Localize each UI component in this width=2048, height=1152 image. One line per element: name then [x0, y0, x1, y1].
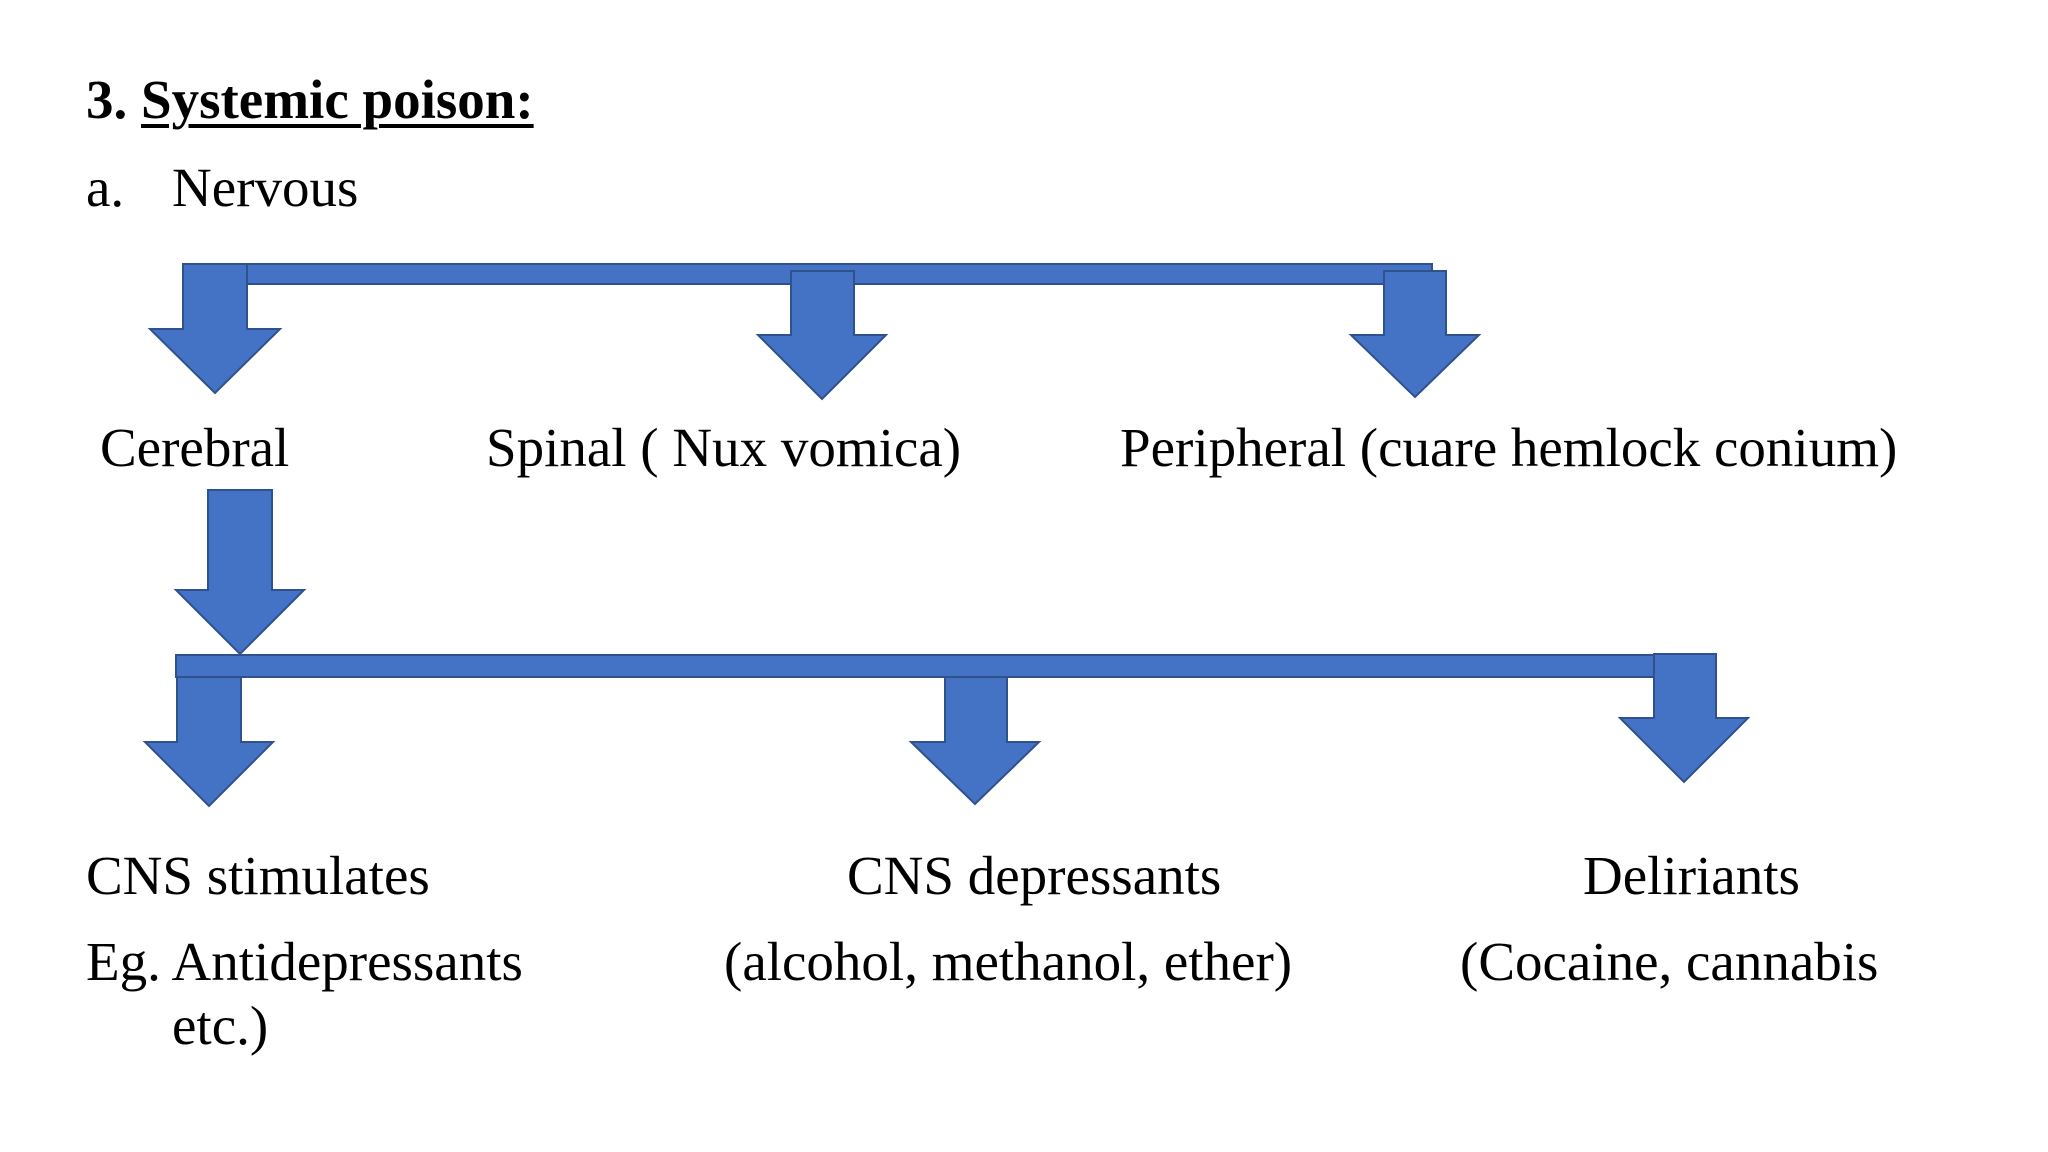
heading-title: Systemic poison:: [141, 69, 534, 130]
arrow-to-deliriants: [1617, 653, 1751, 784]
arrow-to-cns-stimulates: [142, 676, 276, 808]
arrow-to-peripheral: [1348, 270, 1482, 399]
second-connector-bar: [175, 654, 1717, 678]
cns-stimulates-example-line2: etc.): [172, 995, 269, 1056]
heading-number: 3.: [86, 69, 128, 130]
arrow-to-spinal: [755, 270, 889, 401]
peripheral-label: Peripheral (cuare hemlock conium): [1120, 417, 1898, 478]
cns-depressants-example: (alcohol, methanol, ether): [724, 931, 1293, 992]
arrow-to-cns-depressants: [908, 676, 1042, 806]
cns-depressants-label: CNS depressants: [847, 845, 1222, 906]
subheading-label: Nervous: [172, 157, 359, 218]
cns-stimulates-label: CNS stimulates: [86, 845, 430, 906]
cerebral-label: Cerebral: [100, 417, 290, 478]
subheading-marker: a.: [86, 157, 125, 218]
arrow-to-cerebral: [147, 263, 283, 395]
deliriants-label: Deliriants: [1583, 845, 1800, 906]
deliriants-example: (Cocaine, cannabis: [1460, 931, 1879, 992]
cns-stimulates-example-line1: Eg. Antidepressants: [86, 931, 523, 992]
slide-heading: 3. Systemic poison:: [86, 72, 534, 127]
arrow-cerebral-down: [173, 489, 307, 656]
subheading: a. Nervous: [86, 160, 358, 215]
spinal-label: Spinal ( Nux vomica): [486, 417, 962, 478]
